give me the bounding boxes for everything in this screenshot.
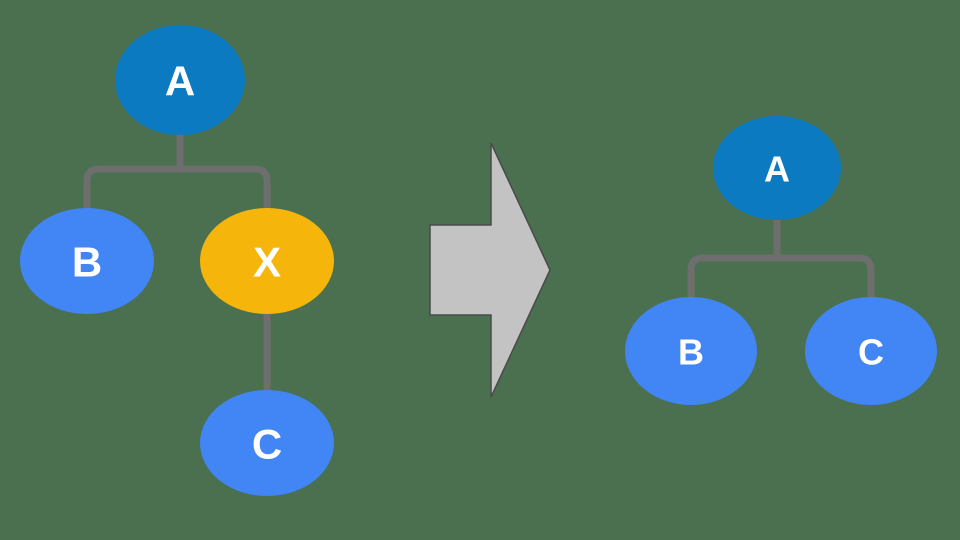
node-a-before-shape[interactable]: [115, 25, 245, 135]
before-edge-a-to-children: [83, 133, 271, 213]
node-c-after[interactable]: C: [805, 297, 937, 405]
node-b-after[interactable]: B: [625, 297, 757, 405]
node-c-before[interactable]: C: [200, 390, 334, 496]
after-edge-a-to-children: [687, 218, 875, 300]
edge-a-b-c-bracket: [687, 218, 875, 300]
node-a-after[interactable]: A: [713, 116, 841, 220]
node-a-after-shape[interactable]: [713, 116, 841, 220]
node-c-before-shape[interactable]: [200, 390, 334, 496]
node-b-before[interactable]: B: [20, 208, 154, 314]
node-b-after-shape[interactable]: [625, 297, 757, 405]
transition-arrow-group: [429, 142, 551, 398]
edge-a-b-x-bracket: [83, 133, 271, 213]
node-x-before-highlighted[interactable]: X: [200, 208, 334, 314]
node-x-before-shape[interactable]: [200, 208, 334, 314]
node-b-before-shape[interactable]: [20, 208, 154, 314]
after-tree-group: A B C: [625, 116, 937, 405]
right-arrow-icon: [429, 142, 551, 398]
node-c-after-shape[interactable]: [805, 297, 937, 405]
before-tree-group: A B X C: [20, 25, 334, 496]
node-a-before[interactable]: A: [115, 25, 245, 135]
